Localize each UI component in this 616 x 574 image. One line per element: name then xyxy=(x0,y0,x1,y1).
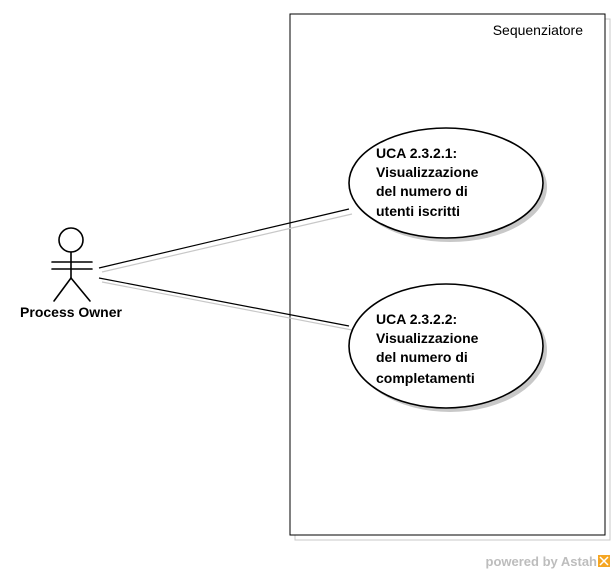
use-case-label: UCA 2.3.2.1: Visualizzazione del numero … xyxy=(376,145,482,219)
use-case-label-line: Visualizzazione xyxy=(376,330,479,346)
association-1[interactable] xyxy=(98,208,350,269)
use-case-label-line: del numero di xyxy=(376,349,468,365)
use-case-label-line: del numero di xyxy=(376,183,468,199)
use-case-label-line: Visualizzazione xyxy=(376,164,479,180)
use-case-label-line: UCA 2.3.2.1: xyxy=(376,145,457,161)
system-boundary[interactable]: Sequenziatore xyxy=(289,13,611,541)
use-case-label-line: utenti iscritti xyxy=(376,203,460,219)
use-case-label-line: UCA 2.3.2.2: xyxy=(376,311,457,327)
association-shadow-1 xyxy=(101,213,353,273)
use-case-label: UCA 2.3.2.2: Visualizzazione del numero … xyxy=(376,311,482,386)
use-case-ellipse xyxy=(348,127,544,239)
system-boundary-frame xyxy=(289,13,606,536)
powered-by-astah-watermark: powered by Astah xyxy=(486,554,610,569)
use-case-ellipse xyxy=(348,283,544,409)
associations xyxy=(98,208,353,331)
actor-stick-figure-icon xyxy=(51,227,93,302)
association-shadow-2 xyxy=(101,281,353,331)
astah-logo-icon xyxy=(598,555,610,567)
use-case-uca-2-3-2-1[interactable]: UCA 2.3.2.1: Visualizzazione del numero … xyxy=(348,127,547,242)
association-2[interactable] xyxy=(98,277,350,327)
actor-name: Process Owner xyxy=(20,304,122,320)
watermark-text: powered by Astah xyxy=(486,554,598,569)
system-title: Sequenziatore xyxy=(493,22,584,38)
actor-process-owner[interactable]: Process Owner xyxy=(20,227,123,320)
use-case-label-line: completamenti xyxy=(376,370,475,386)
use-case-uca-2-3-2-2[interactable]: UCA 2.3.2.2: Visualizzazione del numero … xyxy=(348,283,547,412)
